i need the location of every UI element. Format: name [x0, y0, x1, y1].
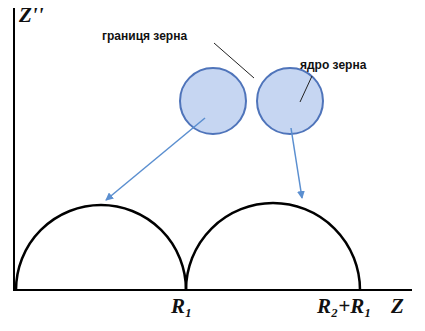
- mapping-arrow: [106, 118, 205, 200]
- axis-value: R₂+R₁: [317, 295, 372, 318]
- axis-label: Z: [391, 295, 404, 318]
- part-label: ядро зерна: [300, 59, 366, 72]
- semicircle-grain-boundary: [186, 203, 360, 290]
- x-axis: [13, 289, 412, 291]
- y-axis: [13, 8, 15, 291]
- axis-value: R₁: [171, 295, 192, 318]
- leader-line: [214, 43, 254, 78]
- part-label: границя зерна: [102, 30, 187, 43]
- axis-label: Z'': [19, 4, 44, 27]
- grain-circle: [180, 68, 246, 134]
- grain-circle: [257, 68, 323, 134]
- leader-line: [300, 76, 312, 102]
- mapping-arrow: [291, 128, 302, 198]
- semicircle-grain-core: [16, 205, 186, 290]
